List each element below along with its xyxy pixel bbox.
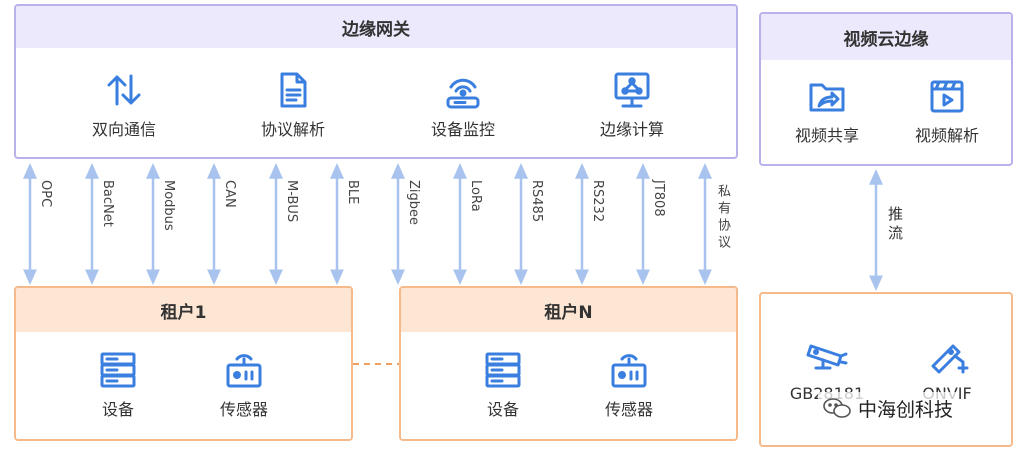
edge-gateway-panel: 边缘网关 双向通信 协议解析 设备监控	[14, 4, 738, 159]
edge-computing-item: 边缘计算	[572, 70, 692, 140]
item-label: 双向通信	[91, 120, 156, 139]
video-parsing-item: 视频解析	[887, 76, 1007, 146]
push-stream-label: 推流	[886, 206, 904, 244]
protocol-label-private: 私有协议	[715, 184, 730, 252]
protocol-arrows	[23, 163, 883, 291]
folder-share-icon	[809, 83, 845, 112]
item-label: 设备	[486, 400, 519, 419]
video-play-icon	[930, 80, 964, 113]
protocol-label-jt808: JT808	[651, 180, 666, 217]
protocol-label-can: CAN	[222, 180, 237, 208]
sensor-icon	[611, 354, 647, 388]
bidirectional-communication-item: 双向通信	[64, 70, 184, 140]
item-label: 传感器	[604, 400, 653, 419]
tenant-1-panel: 租户1 设备 传感器	[14, 286, 353, 441]
device-monitoring-item: 设备监控	[403, 70, 523, 140]
protocol-label-rs485: RS485	[529, 180, 544, 223]
server-icon	[485, 352, 521, 388]
item-label: 视频解析	[914, 126, 979, 145]
tenant-n-device-item: 设备	[443, 350, 563, 420]
edge-gateway-title: 边缘网关	[16, 6, 736, 48]
protocol-label-zigbee: Zigbee	[406, 180, 421, 226]
protocol-label-lora: LoRa	[468, 180, 483, 212]
item-label: 边缘计算	[599, 120, 664, 139]
router-icon	[446, 78, 480, 109]
item-label: 协议解析	[260, 120, 325, 139]
protocol-parsing-item: 协议解析	[233, 70, 353, 140]
protocol-label-bacnet: BacNet	[100, 180, 115, 227]
monitor-network-icon	[614, 72, 650, 108]
item-label: 视频共享	[794, 126, 859, 145]
protocol-label-rs232: RS232	[590, 180, 605, 223]
tenant-1-device-item: 设备	[58, 350, 178, 420]
item-label: 传感器	[219, 400, 268, 419]
bidirectional-arrows-icon	[107, 74, 141, 106]
protocol-label-mbus: M-BUS	[284, 180, 299, 223]
video-cloud-edge-panel: 视频云边缘 视频共享 视频解析	[759, 12, 1013, 166]
sensor-icon	[226, 354, 262, 388]
tenant-n-sensor-item: 传感器	[569, 350, 689, 420]
video-sharing-item: 视频共享	[767, 76, 887, 146]
dome-camera-icon	[931, 344, 969, 374]
tenant-n-title: 租户N	[401, 288, 736, 332]
watermark: 中海创科技	[818, 392, 958, 424]
cctv-camera-icon	[806, 344, 848, 370]
tenant-1-sensor-item: 传感器	[184, 350, 304, 420]
wechat-logo-icon	[823, 398, 851, 418]
protocol-label-opc: OPC	[38, 180, 53, 208]
protocol-label-ble: BLE	[345, 180, 360, 205]
tenant-n-panel: 租户N 设备 传感器	[399, 286, 738, 441]
watermark-text: 中海创科技	[858, 398, 954, 421]
item-label: 设备监控	[430, 120, 495, 139]
server-icon	[100, 352, 136, 388]
item-label: 设备	[101, 400, 134, 419]
protocol-label-modbus: Modbus	[161, 180, 176, 231]
video-cloud-edge-title: 视频云边缘	[761, 14, 1011, 60]
document-icon	[280, 72, 307, 108]
tenant-1-title: 租户1	[16, 288, 351, 332]
